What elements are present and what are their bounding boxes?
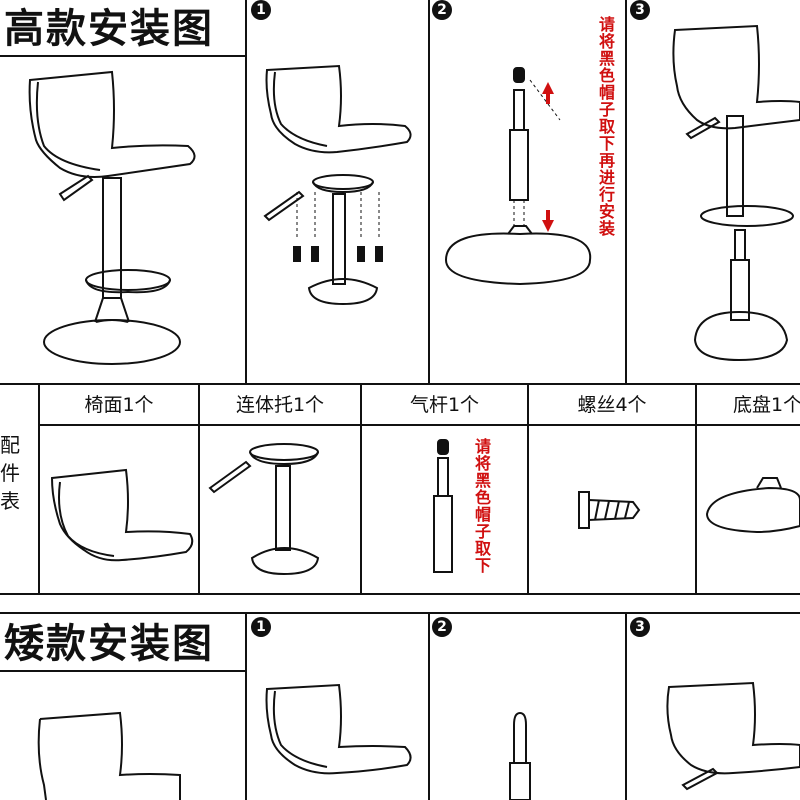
tall-stool-illustration [0, 60, 245, 380]
short-step-1-illustration [247, 675, 427, 800]
gas-rod-remove-cap-note: 请将黑色帽子取下 [472, 438, 491, 574]
parts-col-v0 [38, 383, 40, 594]
parts-col-gas-rod: 气杆1个 [409, 394, 480, 416]
tall-step-1-illustration [247, 60, 427, 380]
tall-step-1-badge: 1 [251, 0, 271, 20]
part-screw-illustration [529, 430, 695, 590]
parts-col-bracket: 连体托1个 [235, 394, 325, 416]
bottom-title-underline [0, 670, 246, 672]
short-step-2-illustration [430, 675, 625, 800]
parts-col-screws: 螺丝4个 [577, 394, 647, 416]
top-row-divider-v2 [428, 0, 430, 383]
parts-col-v1 [198, 383, 200, 594]
parts-col-v3 [527, 383, 529, 594]
remove-cap-note: 请将黑色帽子取下再进行安装 [596, 16, 615, 237]
top-row-divider-v3 [625, 0, 627, 383]
short-stool-illustration [0, 675, 245, 800]
part-base-illustration [697, 430, 800, 590]
title-underline [0, 55, 246, 57]
short-step-3-illustration [627, 675, 800, 800]
parts-side-label-3: 表 [0, 489, 20, 513]
parts-col-base: 底盘1个 [733, 394, 800, 416]
parts-col-seat: 椅面1个 [84, 394, 154, 416]
tall-step-3-illustration [627, 20, 800, 380]
tall-step-2-badge: 2 [432, 0, 452, 20]
part-seat-illustration [40, 430, 198, 590]
part-bracket-illustration [200, 430, 360, 590]
parts-col-v4 [695, 383, 697, 594]
top-row-divider-v1 [245, 0, 247, 383]
parts-side-label-2: 件 [0, 461, 20, 485]
parts-header-bottom [38, 424, 800, 426]
top-row-bottom [0, 383, 800, 385]
short-step-1-badge: 1 [251, 617, 271, 637]
short-section-title: 矮款安装图 [4, 621, 214, 667]
bottom-row-divider-v3 [625, 612, 627, 800]
tall-section-title: 高款安装图 [4, 6, 214, 52]
tall-step-3-badge: 3 [630, 0, 650, 20]
tall-step-2-illustration [430, 60, 595, 380]
short-step-3-badge: 3 [630, 617, 650, 637]
parts-col-v2 [360, 383, 362, 594]
bottom-row-divider-v1 [245, 612, 247, 800]
parts-row-bottom [0, 593, 800, 595]
bottom-row-top [0, 612, 800, 614]
bottom-row-divider-v2 [428, 612, 430, 800]
parts-side-label-1: 配 [0, 433, 20, 457]
short-step-2-badge: 2 [432, 617, 452, 637]
part-gas-rod-illustration [362, 430, 472, 590]
